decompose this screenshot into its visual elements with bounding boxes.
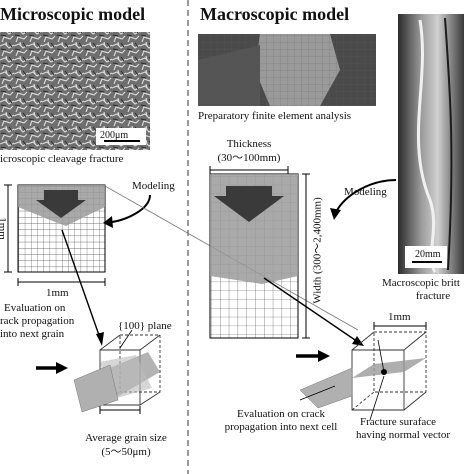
- modeling-arrow-macro: [335, 179, 397, 213]
- width-dimension: Width (300～2,400mm): [311, 197, 324, 304]
- macro-title: Macroscopic model: [200, 4, 350, 24]
- macro-fracture-photo: [398, 14, 464, 274]
- thickness-line1: Thickness: [226, 138, 272, 150]
- grain-size-line1: Average grain size: [85, 432, 167, 444]
- fracture-surface-line2: having normal vector: [356, 429, 451, 441]
- micro-evaluation-line2: rack propagation: [0, 315, 75, 327]
- crack-sheet-micro: [73, 364, 119, 413]
- micro-scale-label: 200μm: [100, 130, 129, 141]
- fem-analysis-image: [198, 34, 382, 106]
- fracture-surface-plane: [352, 358, 426, 378]
- fracture-surface-line1: Fracture suraface: [360, 416, 437, 428]
- macro-modeling-label: Modeling: [344, 186, 387, 198]
- micro-modeling-label: Modeling: [132, 180, 175, 192]
- micro-evaluation-line3: into next grain: [0, 328, 65, 340]
- micro-title: Microscopic model: [0, 4, 146, 24]
- macro-evaluation-line2: propagation into next cell: [224, 421, 338, 433]
- modeling-arrow-micro: [111, 194, 151, 223]
- macro-caption-line1: Macroscopic britt: [382, 277, 460, 289]
- plane-label: {100} plane: [118, 320, 172, 332]
- macro-grid: [209, 173, 299, 339]
- micro-photo-caption: icroscopic cleavage fracture: [0, 153, 124, 165]
- grain-size-line2: (5～50μm): [101, 446, 151, 458]
- micro-grid: [17, 184, 106, 273]
- macro-caption-line2: fracture: [415, 290, 451, 302]
- crack-sheet-macro: [299, 367, 353, 409]
- thickness-line2: (30～100mm): [217, 152, 281, 164]
- macro-evaluation-line1: Evaluation on crack: [237, 408, 325, 420]
- micro-evaluation-line1: Evaluation on: [4, 302, 66, 314]
- cube-dimension: 1mm: [388, 311, 411, 323]
- micro-side-dimension: 1mm: [0, 217, 8, 240]
- micro-bottom-dimension: 1mm: [46, 287, 69, 299]
- macro-scale-label: 20mm: [415, 249, 441, 260]
- fem-caption: Preparatory finite element analysis: [198, 110, 352, 122]
